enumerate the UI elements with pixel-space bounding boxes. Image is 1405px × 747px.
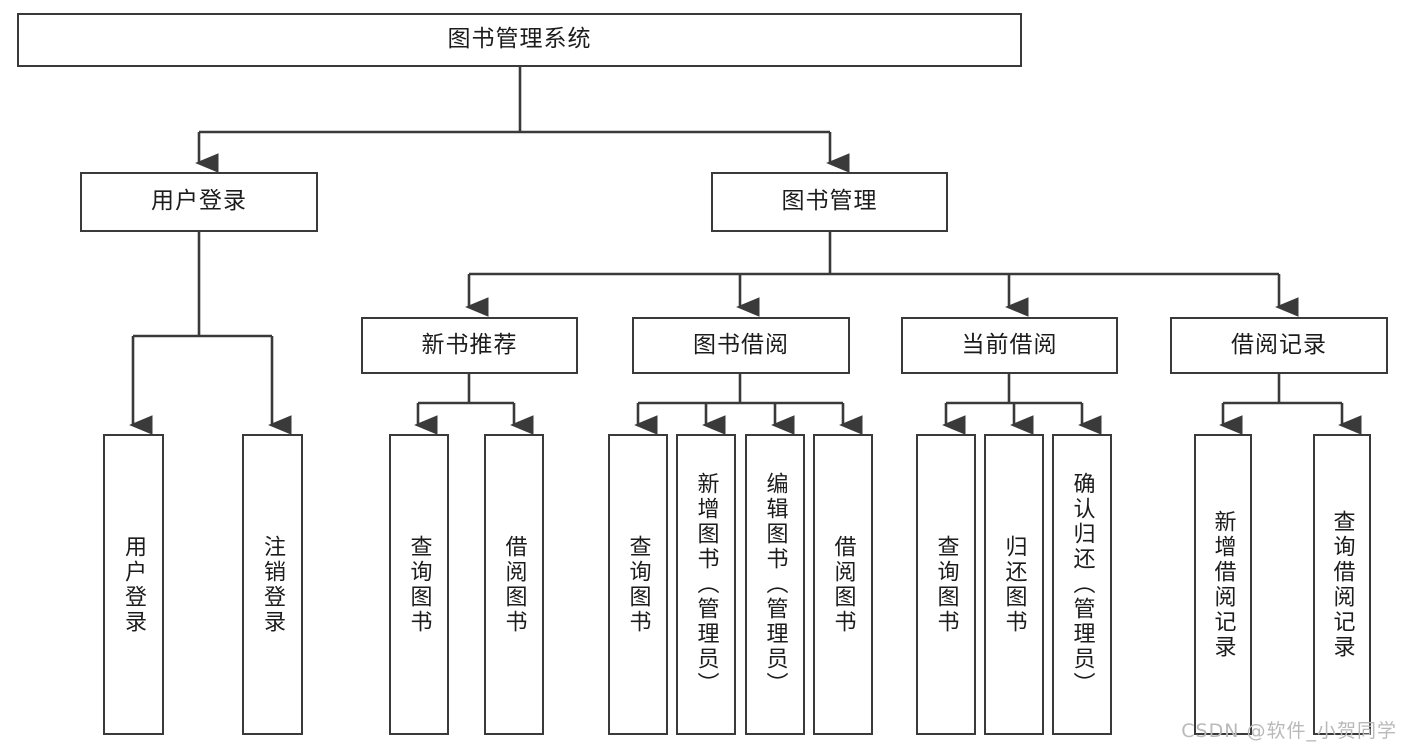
node-label: 用户登录 bbox=[121, 534, 147, 635]
node-label: 编辑图书（管理员） bbox=[762, 472, 788, 697]
node-label: 借阅图书 bbox=[501, 534, 527, 635]
node-label: 查询借阅记录 bbox=[1329, 509, 1355, 660]
node-label: 注销登录 bbox=[260, 534, 286, 635]
node-label: 查询图书 bbox=[933, 534, 959, 635]
leaf-borrow-add-book-admin[interactable]: 新增图书（管理员） bbox=[676, 434, 736, 735]
node-label: 新增借阅记录 bbox=[1210, 509, 1236, 660]
node-label: 当前借阅 bbox=[961, 331, 1058, 358]
leaf-current-return-book[interactable]: 归还图书 bbox=[984, 434, 1044, 735]
leaf-recommend-query-book[interactable]: 查询图书 bbox=[389, 434, 449, 735]
node-current-borrow[interactable]: 当前借阅 bbox=[901, 317, 1118, 374]
node-book-management[interactable]: 图书管理 bbox=[711, 172, 948, 232]
node-label: 图书借阅 bbox=[693, 331, 789, 358]
node-label: 归还图书 bbox=[1001, 534, 1027, 635]
leaf-borrow-edit-book-admin[interactable]: 编辑图书（管理员） bbox=[745, 434, 805, 735]
node-label: 新增图书（管理员） bbox=[693, 472, 719, 697]
leaf-user-login-login[interactable]: 用户登录 bbox=[103, 434, 164, 735]
leaf-current-confirm-return-admin[interactable]: 确认归还（管理员） bbox=[1052, 434, 1112, 735]
node-book-borrow[interactable]: 图书借阅 bbox=[632, 317, 850, 374]
node-label: 用户登录 bbox=[151, 188, 247, 215]
node-new-book-recommend[interactable]: 新书推荐 bbox=[361, 317, 578, 374]
node-borrow-record[interactable]: 借阅记录 bbox=[1170, 317, 1388, 374]
node-label: 查询图书 bbox=[406, 534, 432, 635]
node-label: 借阅记录 bbox=[1231, 331, 1327, 358]
leaf-current-query-book[interactable]: 查询图书 bbox=[916, 434, 976, 735]
node-label: 图书管理系统 bbox=[447, 26, 592, 53]
node-label: 图书管理 bbox=[781, 188, 878, 215]
node-label: 新书推荐 bbox=[421, 331, 518, 358]
leaf-record-add-record[interactable]: 新增借阅记录 bbox=[1194, 434, 1252, 735]
leaf-borrow-borrow-book[interactable]: 借阅图书 bbox=[813, 434, 873, 735]
watermark-text: CSDN @软件_小贺同学 bbox=[1181, 720, 1397, 742]
node-label: 确认归还（管理员） bbox=[1069, 472, 1095, 697]
leaf-borrow-query-book[interactable]: 查询图书 bbox=[608, 434, 668, 735]
node-book-management-system[interactable]: 图书管理系统 bbox=[17, 13, 1022, 67]
leaf-recommend-borrow-book[interactable]: 借阅图书 bbox=[484, 434, 544, 735]
leaf-user-login-logout[interactable]: 注销登录 bbox=[242, 434, 303, 735]
leaf-record-query-record[interactable]: 查询借阅记录 bbox=[1313, 434, 1371, 735]
node-label: 查询图书 bbox=[625, 534, 651, 635]
node-user-login[interactable]: 用户登录 bbox=[80, 172, 318, 232]
node-label: 借阅图书 bbox=[830, 534, 856, 635]
